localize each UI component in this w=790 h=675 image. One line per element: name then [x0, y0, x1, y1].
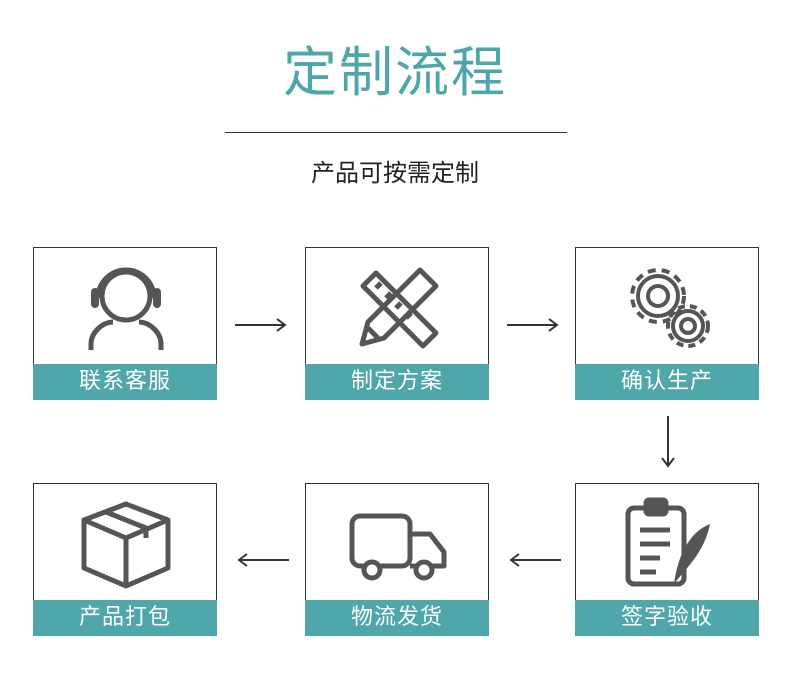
- box-icon: [81, 501, 171, 589]
- arrow-right-icon: [507, 318, 559, 332]
- page-title: 定制流程: [283, 41, 507, 104]
- step-logistics-ship: 物流发货: [305, 483, 489, 636]
- step-sign-accept: 签字验收: [575, 483, 759, 636]
- step-label: 联系客服: [33, 364, 217, 400]
- step-label: 确认生产: [575, 364, 759, 400]
- step-label: 物流发货: [305, 600, 489, 636]
- step-make-plan: 制定方案: [305, 247, 489, 400]
- truck-icon: [349, 513, 447, 581]
- step-label: 签字验收: [575, 600, 759, 636]
- clipboard-quill-icon: [625, 497, 710, 587]
- arrow-down-icon: [661, 416, 675, 468]
- divider: [225, 132, 567, 133]
- step-label: 制定方案: [305, 364, 489, 400]
- arrow-left-icon: [237, 553, 289, 567]
- step-contact-service: 联系客服: [33, 247, 217, 400]
- subtitle: 产品可按需定制: [311, 159, 479, 187]
- step-confirm-production: 确认生产: [575, 247, 759, 400]
- step-label: 产品打包: [33, 600, 217, 636]
- headset-person-icon: [88, 267, 164, 350]
- step-product-pack: 产品打包: [33, 483, 217, 636]
- gears-icon: [630, 268, 710, 348]
- arrow-right-icon: [235, 318, 287, 332]
- arrow-left-icon: [509, 553, 561, 567]
- pencil-ruler-icon: [359, 267, 439, 349]
